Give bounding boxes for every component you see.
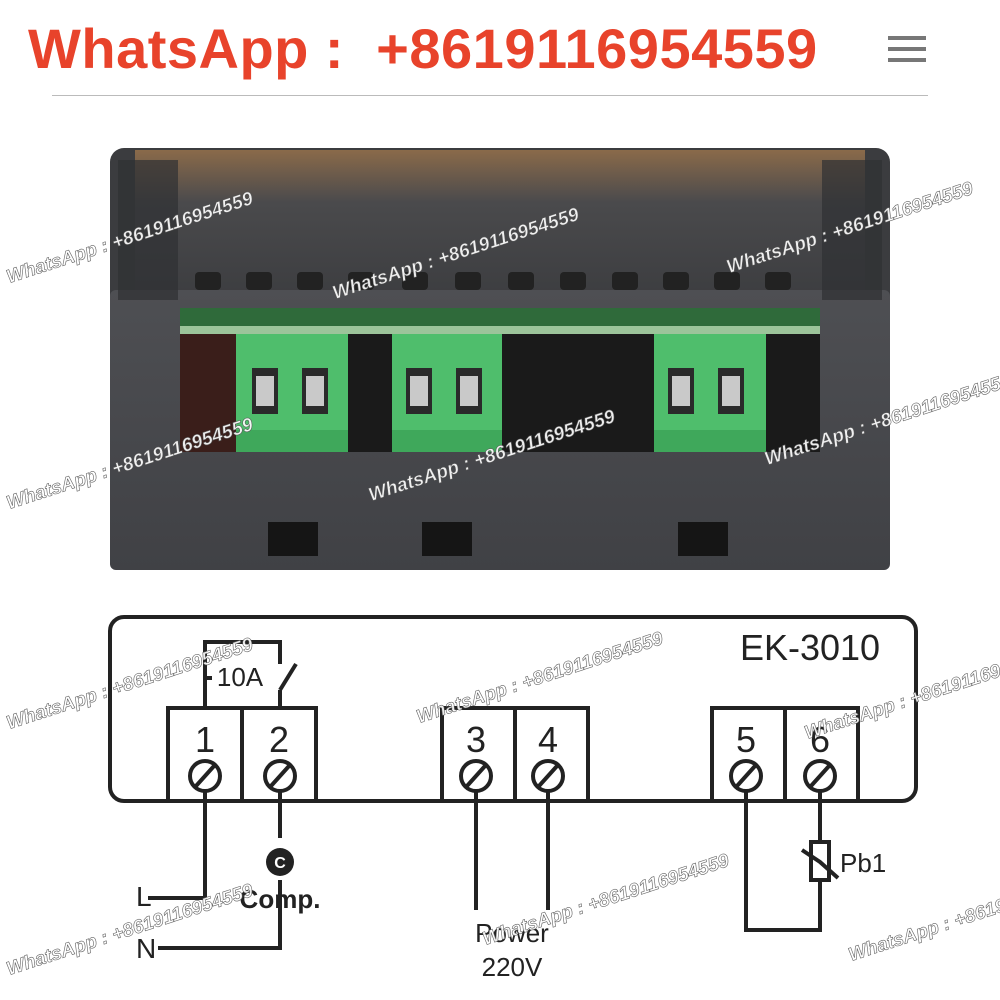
terminal-screws xyxy=(188,759,837,793)
probe-sensor-icon xyxy=(809,840,831,882)
relay-switch-contact xyxy=(278,662,298,692)
screw-icon xyxy=(263,759,297,793)
screw-icon xyxy=(531,759,565,793)
hamburger-menu-icon[interactable] xyxy=(884,34,930,66)
screw-icon xyxy=(459,759,493,793)
power-label: Power xyxy=(475,918,549,948)
terminal-6-label: 6 xyxy=(810,719,830,760)
terminal-3-label: 3 xyxy=(466,719,486,760)
vent-holes xyxy=(195,272,791,290)
compressor-icon: C xyxy=(266,848,294,876)
header: WhatsApp : +8619116954559 xyxy=(0,0,1000,100)
screw-icon xyxy=(729,759,763,793)
neutral-label: N xyxy=(136,933,156,964)
terminal-2-label: 2 xyxy=(269,719,289,760)
svg-text:C: C xyxy=(274,855,286,872)
compressor-label: Comp. xyxy=(240,884,321,914)
terminal-5-label: 5 xyxy=(736,719,756,760)
wire-neutral-N xyxy=(158,880,282,950)
terminal-1-label: 1 xyxy=(195,719,215,760)
screw-icon xyxy=(803,759,837,793)
relay-wiring xyxy=(203,640,282,708)
product-photo xyxy=(110,148,890,570)
line-label: L xyxy=(136,881,152,912)
mounting-slots xyxy=(268,522,728,556)
probe-label: Pb1 xyxy=(840,848,886,878)
wire-line-L xyxy=(148,790,207,900)
terminal-block-5-6 xyxy=(654,334,766,452)
relay-rating-label: 10A xyxy=(217,662,264,692)
screw-icon xyxy=(188,759,222,793)
voltage-label: 220V xyxy=(482,952,543,982)
terminal-4-label: 4 xyxy=(538,719,558,760)
wire-probe-loop xyxy=(744,790,822,932)
terminal-block-3-4 xyxy=(392,334,502,452)
model-label: EK-3010 xyxy=(740,627,880,668)
whatsapp-contact-title[interactable]: WhatsApp : +8619116954559 xyxy=(28,17,818,80)
header-divider xyxy=(52,95,928,96)
terminal-block-1-2 xyxy=(236,334,348,452)
